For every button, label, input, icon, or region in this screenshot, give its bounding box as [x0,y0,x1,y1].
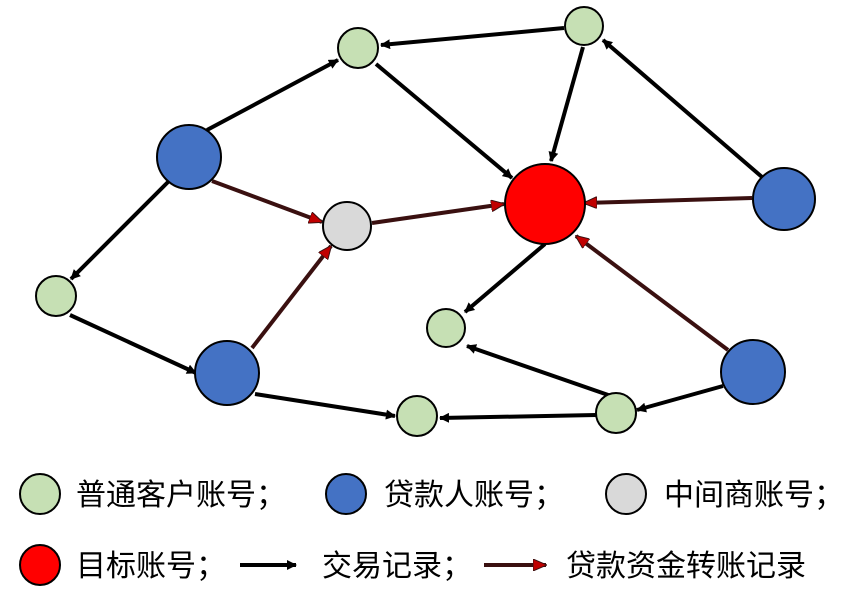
node-normal-account [564,6,604,46]
node-borrower-account [720,339,786,405]
edge-loan-transfer [211,179,322,224]
node-normal-account [35,275,77,317]
legend-normal-swatch [19,473,61,515]
edge-transaction [206,58,339,132]
edge-transaction [254,392,396,420]
legend-target-label: 目标账号； [76,549,226,584]
node-normal-account [595,392,637,434]
legend-normal-label: 普通客户账号； [76,478,286,513]
edge-transaction [380,26,565,50]
edge-loan-transfer [584,196,753,203]
edge-loan-transfer [371,204,504,225]
legend-intermediary-swatch [605,473,647,515]
edge-transaction [69,313,197,375]
edge-transaction [69,180,170,281]
loan-transfer-edges [211,179,753,352]
legend-borrower-label: 贷款人账号； [384,478,564,513]
edge-transaction [601,38,764,179]
node-borrower-account [156,124,222,190]
edge-transaction [548,46,585,162]
legend-borrower-swatch [325,473,367,515]
legend-intermediary-label: 中间商账号； [664,478,844,513]
node-normal-account [396,395,438,437]
transaction-edges [69,26,764,423]
legend-loan-transfer-label: 贷款资金转账记录 [566,549,806,584]
legend: 普通客户账号； 贷款人账号； 中间商账号； 目标账号； 交易记录； 贷款资金转账… [19,473,844,586]
legend-target-swatch [19,544,61,586]
edge-transaction [439,412,597,423]
edge-loan-transfer [576,234,730,352]
node-borrower-account [752,167,816,231]
node-intermediary-account [322,201,372,251]
legend-transaction-label: 交易记录； [322,549,472,584]
node-normal-account [426,308,466,348]
edge-transaction [636,384,724,413]
node-target-account [504,163,586,245]
edge-transaction [463,242,547,314]
node-borrower-account [194,340,260,406]
node-normal-account [337,27,379,69]
edge-loan-transfer [250,246,333,350]
nodes [35,6,816,437]
edge-transaction [466,344,615,399]
edge-transaction [374,62,514,180]
